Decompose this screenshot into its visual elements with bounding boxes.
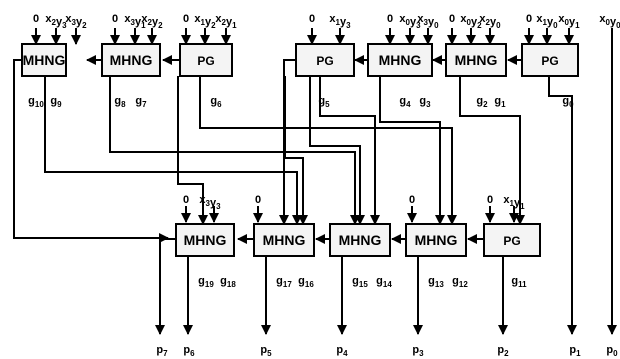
svg-text:PG: PG — [316, 54, 333, 68]
svg-text:MHNG: MHNG — [455, 52, 498, 68]
output-label-top-6-1: g2 — [476, 95, 488, 109]
svg-text:MHNG: MHNG — [379, 52, 422, 68]
pg-block-bottom-5: PG — [483, 223, 541, 257]
input-label-top-3-2: x1y2 — [194, 13, 216, 30]
output-label-top-1-2: g9 — [50, 95, 62, 109]
output-label-bottom-1-1: g19 — [198, 275, 214, 289]
product-p0: p0 — [606, 344, 618, 358]
output-label-top-7-1: g0 — [562, 95, 574, 109]
pg-block-top-3: PG — [179, 43, 233, 77]
svg-text:MHNG: MHNG — [415, 232, 458, 248]
input-label-top-2-2: x3y1 — [124, 13, 146, 30]
mhng-block-top-5: MHNG — [367, 43, 433, 77]
input-label-top-4-1: 0 — [309, 13, 315, 25]
product-p6: p6 — [183, 344, 195, 358]
input-label-top-3-1: 0 — [183, 13, 189, 25]
input-label-top-5-1: 0 — [387, 13, 393, 25]
svg-text:PG: PG — [541, 54, 558, 68]
mhng-block-bottom-2: MHNG — [253, 223, 315, 257]
output-label-top-3-1: g6 — [210, 95, 222, 109]
output-label-bottom-1-2: g18 — [220, 275, 236, 289]
output-label-bottom-2-1: g17 — [276, 275, 292, 289]
mhng-block-bottom-4: MHNG — [405, 223, 467, 257]
output-label-top-2-2: g7 — [135, 95, 147, 109]
output-label-bottom-4-2: g12 — [452, 275, 468, 289]
input-label-top-3-3: x2y1 — [215, 13, 237, 30]
mhng-block-bottom-1: MHNG — [175, 223, 235, 257]
input-label-top-5-3: x3y0 — [417, 13, 439, 30]
output-label-top-5-2: g3 — [419, 95, 431, 109]
pg-block-top-7: PG — [521, 43, 579, 77]
input-label-bottom-1-2: x3y3 — [199, 194, 221, 211]
product-p4: p4 — [336, 344, 348, 358]
input-label-bottom-2-1: 0 — [255, 194, 261, 206]
input-label-top-7-2: x1y0 — [536, 13, 558, 30]
input-label-bottom-1-1: 0 — [183, 194, 189, 206]
svg-text:MHNG: MHNG — [184, 232, 227, 248]
product-p3: p3 — [412, 344, 424, 358]
input-label-top-1-1: 0 — [33, 13, 39, 25]
input-label-bottom-4-1: 0 — [409, 194, 415, 206]
input-label-top-6-1: 0 — [449, 13, 455, 25]
svg-text:MHNG: MHNG — [339, 232, 382, 248]
output-label-bottom-5-1: g11 — [511, 275, 527, 289]
mhng-block-top-6: MHNG — [445, 43, 507, 77]
input-label-top-1-3: x3y2 — [65, 13, 87, 30]
mhng-block-top-2: MHNG — [101, 43, 161, 77]
input-label-top-7-3: x0y1 — [558, 13, 580, 30]
input-label-x0y0: x0y0 — [599, 13, 620, 30]
input-label-top-1-2: x2y3 — [45, 13, 67, 30]
output-label-top-6-2: g1 — [494, 95, 506, 109]
output-label-bottom-3-2: g14 — [376, 275, 392, 289]
product-p1: p1 — [569, 344, 581, 358]
svg-text:PG: PG — [503, 234, 520, 248]
svg-text:PG: PG — [197, 54, 214, 68]
output-label-top-4-1: g5 — [318, 95, 330, 109]
product-p5: p5 — [260, 344, 272, 358]
output-label-top-5-1: g4 — [399, 95, 411, 109]
input-label-bottom-5-2: x1y1 — [503, 194, 525, 211]
input-label-top-2-3: x2y2 — [141, 13, 163, 30]
input-label-top-6-3: x2y0 — [479, 13, 501, 30]
pg-block-top-4: PG — [295, 43, 355, 77]
output-label-top-1-1: g10 — [28, 95, 44, 109]
output-label-bottom-3-1: g15 — [352, 275, 368, 289]
output-label-top-2-1: g8 — [114, 95, 126, 109]
input-label-top-2-1: 0 — [112, 13, 118, 25]
output-label-bottom-2-2: g16 — [298, 275, 314, 289]
product-p7: p7 — [156, 344, 168, 358]
mhng-block-bottom-3: MHNG — [329, 223, 391, 257]
input-label-top-7-1: 0 — [526, 13, 532, 25]
svg-text:MHNG: MHNG — [263, 232, 306, 248]
wires — [13, 28, 617, 335]
mhng-block-top-1: MHNG — [21, 43, 67, 77]
input-label-top-5-2: x0y3 — [399, 13, 421, 30]
input-label-top-4-2: x1y3 — [329, 13, 351, 30]
svg-text:MHNG: MHNG — [23, 52, 66, 68]
input-label-top-6-2: x0y2 — [460, 13, 482, 30]
svg-text:MHNG: MHNG — [110, 52, 153, 68]
output-label-bottom-4-1: g13 — [428, 275, 444, 289]
input-label-bottom-5-1: 0 — [487, 194, 493, 206]
product-p2: p2 — [497, 344, 509, 358]
